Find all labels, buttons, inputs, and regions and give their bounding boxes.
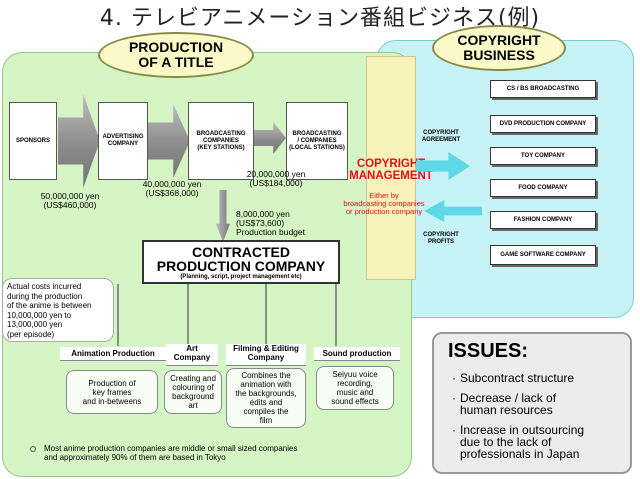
copyright-management-column	[366, 56, 416, 280]
local-stations-box: BROADCASTING/ COMPANIES(LOCAL STATIONS)	[286, 102, 348, 180]
sound-production-label: Sound production	[314, 347, 400, 361]
company-food: FOOD COMPANY	[490, 179, 596, 197]
sponsors-box: SPONSORS	[9, 102, 57, 180]
amount-broadcasting: 20,000,000 yen(US$184,000)	[246, 169, 306, 188]
company-game-software: GAME SOFTWARE COMPANY	[490, 245, 596, 265]
amount-production-budget: 8,000,000 yen(US$73,600)Production budge…	[236, 209, 305, 237]
company-dvd: DVD PRODUCTION COMPANY	[490, 115, 596, 133]
issues-panel: ISSUES: · Subcontract structure · Decrea…	[432, 332, 632, 474]
company-fashion: FASHION COMPANY	[490, 211, 596, 229]
footnote: Most anime production companies are midd…	[44, 444, 298, 462]
footnote-bullet-icon	[30, 446, 36, 452]
issue-item: · Subcontract structure	[452, 371, 575, 385]
animation-production-label: Animation Production	[60, 347, 166, 361]
amount-sponsors: 50,000,000 yen(US$460,000)	[40, 191, 100, 210]
amount-advertising: 40,000,000 yen(US$368,000)	[142, 179, 202, 198]
contracted-production-company: CONTRACTED PRODUCTION COMPANY (Planning,…	[142, 240, 340, 284]
issues-list: · Subcontract structure · Decrease / lac…	[452, 372, 630, 460]
company-cs-bs: CS / BS BROADCASTING	[490, 80, 596, 98]
issues-heading: ISSUES:	[448, 340, 529, 362]
costs-note: Actual costs incurred during the product…	[2, 278, 114, 342]
company-toy: TOY COMPANY	[490, 147, 596, 165]
budget-down-arrow	[216, 190, 230, 242]
